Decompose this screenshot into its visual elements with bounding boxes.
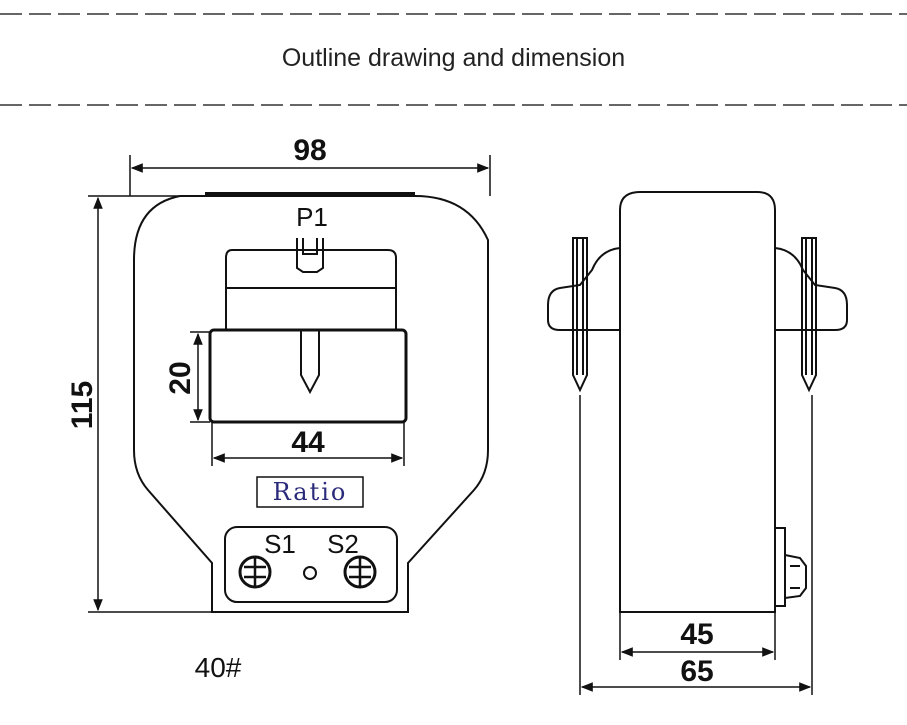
right-mounting-ear [774,247,848,331]
side-terminal-block [774,527,786,607]
s2-screw-slot [349,557,371,587]
front-body-outline [133,195,489,613]
terminal-plate [224,526,398,603]
dim-20-label: 20 [164,361,197,394]
s2-label: S2 [327,529,359,559]
dim-44-label: 44 [291,426,325,459]
dim-65-label: 65 [680,655,713,688]
dim-45-label: 45 [680,618,713,651]
right-pin [801,237,817,393]
upper-primary-block [225,249,397,289]
side-view [547,191,848,613]
p1-label: P1 [296,202,328,232]
s1-screw-slot [244,557,266,587]
p1-terminal [296,238,324,273]
center-hole [303,566,317,580]
left-pin [572,237,588,393]
dim-115-label: 115 [66,381,99,429]
nameplate-label: Ratio [273,478,348,506]
front-dimensions [88,155,491,613]
side-dimensions [579,395,813,695]
model-label: 40# [195,652,242,683]
left-mounting-ear [547,247,621,331]
front-view [133,192,489,613]
s1-label: S1 [264,529,296,559]
dim-98-label: 98 [293,134,326,167]
nameplate-frame [256,476,364,508]
side-terminal-screw [784,553,807,600]
side-body [619,191,776,613]
window-opening [208,328,408,424]
drawing-title: Outline drawing and dimension [281,44,626,72]
primary-pin [300,330,320,395]
